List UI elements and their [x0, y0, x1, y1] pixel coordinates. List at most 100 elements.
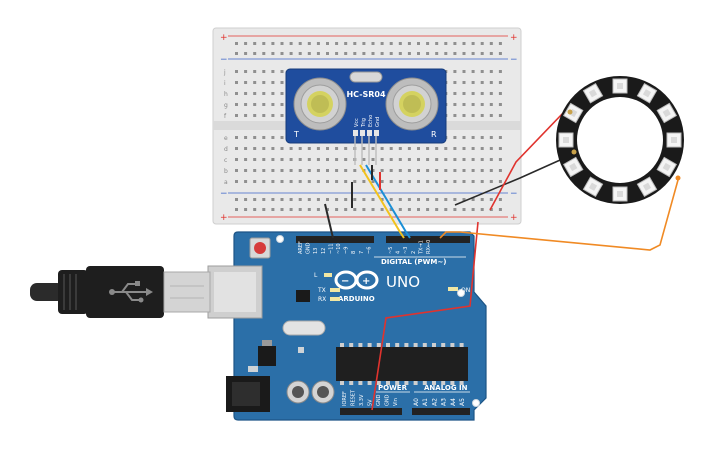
- rail-hole: [298, 198, 302, 201]
- mounting-hole: [457, 289, 465, 297]
- rail-hole: [498, 208, 502, 211]
- analog-pin-label: A5: [459, 398, 466, 406]
- terminal-hole: [289, 147, 293, 150]
- mcu-pin: [450, 343, 455, 347]
- terminal-hole: [380, 169, 384, 172]
- terminal-hole: [235, 180, 238, 183]
- terminal-hole: [271, 81, 275, 84]
- rail-hole: [271, 52, 275, 55]
- terminal-hole: [453, 147, 457, 150]
- wire-orange-end: [675, 175, 681, 181]
- terminal-hole: [498, 136, 502, 139]
- power-pin-label: Vin: [393, 398, 399, 406]
- terminal-hole: [480, 147, 484, 150]
- rail-hole: [380, 198, 384, 201]
- rail-hole: [462, 208, 466, 211]
- usb-plug-grip: [58, 270, 88, 314]
- on-label: ON: [461, 287, 470, 294]
- mcu-pin: [441, 343, 446, 347]
- rail-hole: [462, 198, 466, 201]
- rail-hole: [253, 208, 257, 211]
- rail-minus-top-right: −: [510, 55, 518, 65]
- terminal-hole: [262, 180, 266, 183]
- terminal-hole: [453, 70, 457, 73]
- terminal-hole: [244, 158, 248, 161]
- rail-hole: [335, 42, 339, 45]
- rail-hole: [435, 52, 439, 55]
- terminal-hole: [344, 147, 348, 150]
- terminal-hole: [289, 180, 293, 183]
- led-on: [448, 287, 458, 291]
- terminal-hole: [235, 92, 238, 95]
- rail-hole: [371, 52, 375, 55]
- rail-hole: [271, 208, 275, 211]
- terminal-hole: [280, 70, 284, 73]
- terminal-hole: [316, 147, 320, 150]
- row-letter: e: [224, 135, 228, 142]
- led-label-tx: TX: [317, 287, 326, 294]
- terminal-hole: [462, 103, 466, 106]
- rail-hole: [453, 42, 457, 45]
- terminal-hole: [307, 180, 311, 183]
- power-pin-label: 3.3V: [359, 394, 365, 406]
- mcu-pin: [340, 343, 344, 347]
- rail-hole: [353, 198, 357, 201]
- terminal-hole: [335, 169, 339, 172]
- rail-hole: [362, 208, 366, 211]
- led-rx: [330, 297, 340, 301]
- terminal-hole: [426, 147, 430, 150]
- terminal-hole: [435, 169, 439, 172]
- rail-hole: [471, 52, 475, 55]
- mcu-pin: [404, 343, 409, 347]
- terminal-hole: [498, 92, 502, 95]
- terminal-hole: [244, 81, 248, 84]
- terminal-hole: [271, 147, 275, 150]
- rail-hole: [435, 42, 439, 45]
- terminal-hole: [480, 114, 484, 117]
- sensor-pin-trig: Trig: [361, 118, 367, 128]
- terminal-hole: [480, 81, 484, 84]
- ring-led-die: [642, 89, 652, 98]
- terminal-hole: [480, 92, 484, 95]
- rail-hole: [316, 208, 320, 211]
- terminal-hole: [298, 147, 302, 150]
- terminal-hole: [316, 158, 320, 161]
- terminal-hole: [462, 169, 466, 172]
- rail-hole: [426, 52, 430, 55]
- regulator-tab: [262, 340, 272, 346]
- power-pin-label: RESET: [351, 389, 357, 406]
- mcu-pin: [349, 381, 354, 385]
- terminal-hole: [253, 169, 257, 172]
- led-label-l: L: [314, 272, 318, 279]
- terminal-hole: [235, 103, 238, 106]
- reset-button-cap[interactable]: [254, 242, 266, 254]
- rail-hole: [235, 42, 238, 45]
- rail-hole: [380, 42, 384, 45]
- mcu-pin: [376, 381, 381, 385]
- sensor-model: HC-SR04: [346, 90, 386, 99]
- mcu-pin: [386, 343, 390, 347]
- terminal-hole: [417, 158, 420, 161]
- rail-hole: [280, 52, 284, 55]
- microcontroller-pins: [340, 343, 464, 385]
- sensor-pin: [374, 130, 379, 136]
- rail-hole: [435, 208, 439, 211]
- ring-leds: [558, 78, 682, 202]
- rail-hole: [253, 52, 257, 55]
- usb-symbol-icon: [109, 281, 153, 303]
- terminal-hole: [298, 180, 302, 183]
- terminal-hole: [244, 147, 248, 150]
- power-header: [340, 408, 402, 415]
- terminal-hole: [471, 180, 475, 183]
- rail-hole: [298, 52, 302, 55]
- rail-hole: [353, 42, 357, 45]
- power-pin-label: GND: [376, 394, 382, 406]
- rail-hole: [326, 198, 329, 201]
- terminal-hole: [453, 92, 457, 95]
- terminal-hole: [398, 180, 402, 183]
- terminal-hole: [335, 180, 339, 183]
- terminal-hole: [407, 169, 411, 172]
- logo-plus: +: [362, 276, 370, 287]
- rail-hole: [398, 42, 402, 45]
